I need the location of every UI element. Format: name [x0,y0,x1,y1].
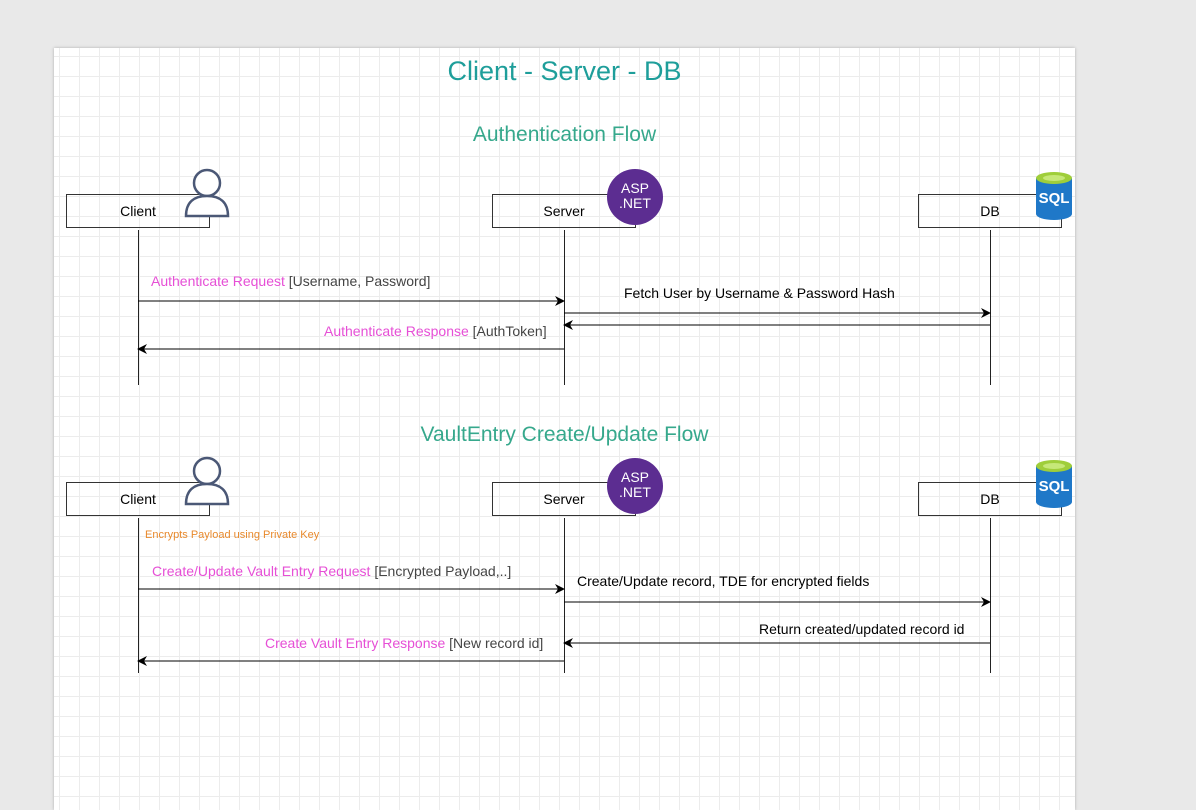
user-icon [184,168,230,218]
aspnet-icon-line2: .NET [619,195,651,211]
vault-server-lifeline [564,518,565,673]
vault-response-action: Create Vault Entry Response [265,635,446,651]
vault-client-lifeline [138,518,139,673]
page-title: Client - Server - DB [447,56,682,86]
return-record-label: Return created/updated record id [759,621,965,637]
vault-flow-title: VaultEntry Create/Update Flow [420,423,709,446]
sql-database-icon: SQL [1036,460,1072,508]
encrypt-payload-note: Encrypts Payload using Private Key [145,529,320,541]
aspnet-icon-line2: .NET [619,484,651,500]
vault-request-label: Create/Update Vault Entry Request [Encry… [152,563,511,579]
vault-request-params: [Encrypted Payload,..] [374,563,512,579]
auth-request-action: Authenticate Request [151,273,285,289]
auth-response-params: [AuthToken] [472,323,547,339]
sql-database-icon: SQL [1036,172,1072,220]
auth-db-lifeline [990,230,991,385]
diagram-canvas: Client - Server - DB Authentication Flow… [54,48,1075,810]
fetch-user-label: Fetch User by Username & Password Hash [624,285,895,301]
auth-request-label: Authenticate Request [Username, Password… [151,273,430,289]
sql-icon-label: SQL [1039,478,1070,495]
auth-server-lifeline [564,230,565,385]
vault-response-params: [New record id] [449,635,544,651]
auth-response-action: Authenticate Response [324,323,469,339]
auth-client-lifeline [138,230,139,385]
aspnet-icon-line1: ASP [620,469,649,485]
sql-icon-label: SQL [1039,190,1070,207]
auth-response-label: Authenticate Response [AuthToken] [324,323,547,339]
aspnet-icon: ASP .NET [607,169,663,225]
user-icon [184,456,230,506]
vault-db-lifeline [990,518,991,673]
auth-flow-title: Authentication Flow [472,123,657,146]
aspnet-icon: ASP .NET [607,458,663,514]
vault-request-action: Create/Update Vault Entry Request [152,563,371,579]
aspnet-icon-line1: ASP [620,180,649,196]
create-record-label: Create/Update record, TDE for encrypted … [577,573,870,589]
auth-request-params: [Username, Password] [288,273,431,289]
message-arrows [137,296,991,666]
vault-response-label: Create Vault Entry Response [New record … [265,635,543,651]
